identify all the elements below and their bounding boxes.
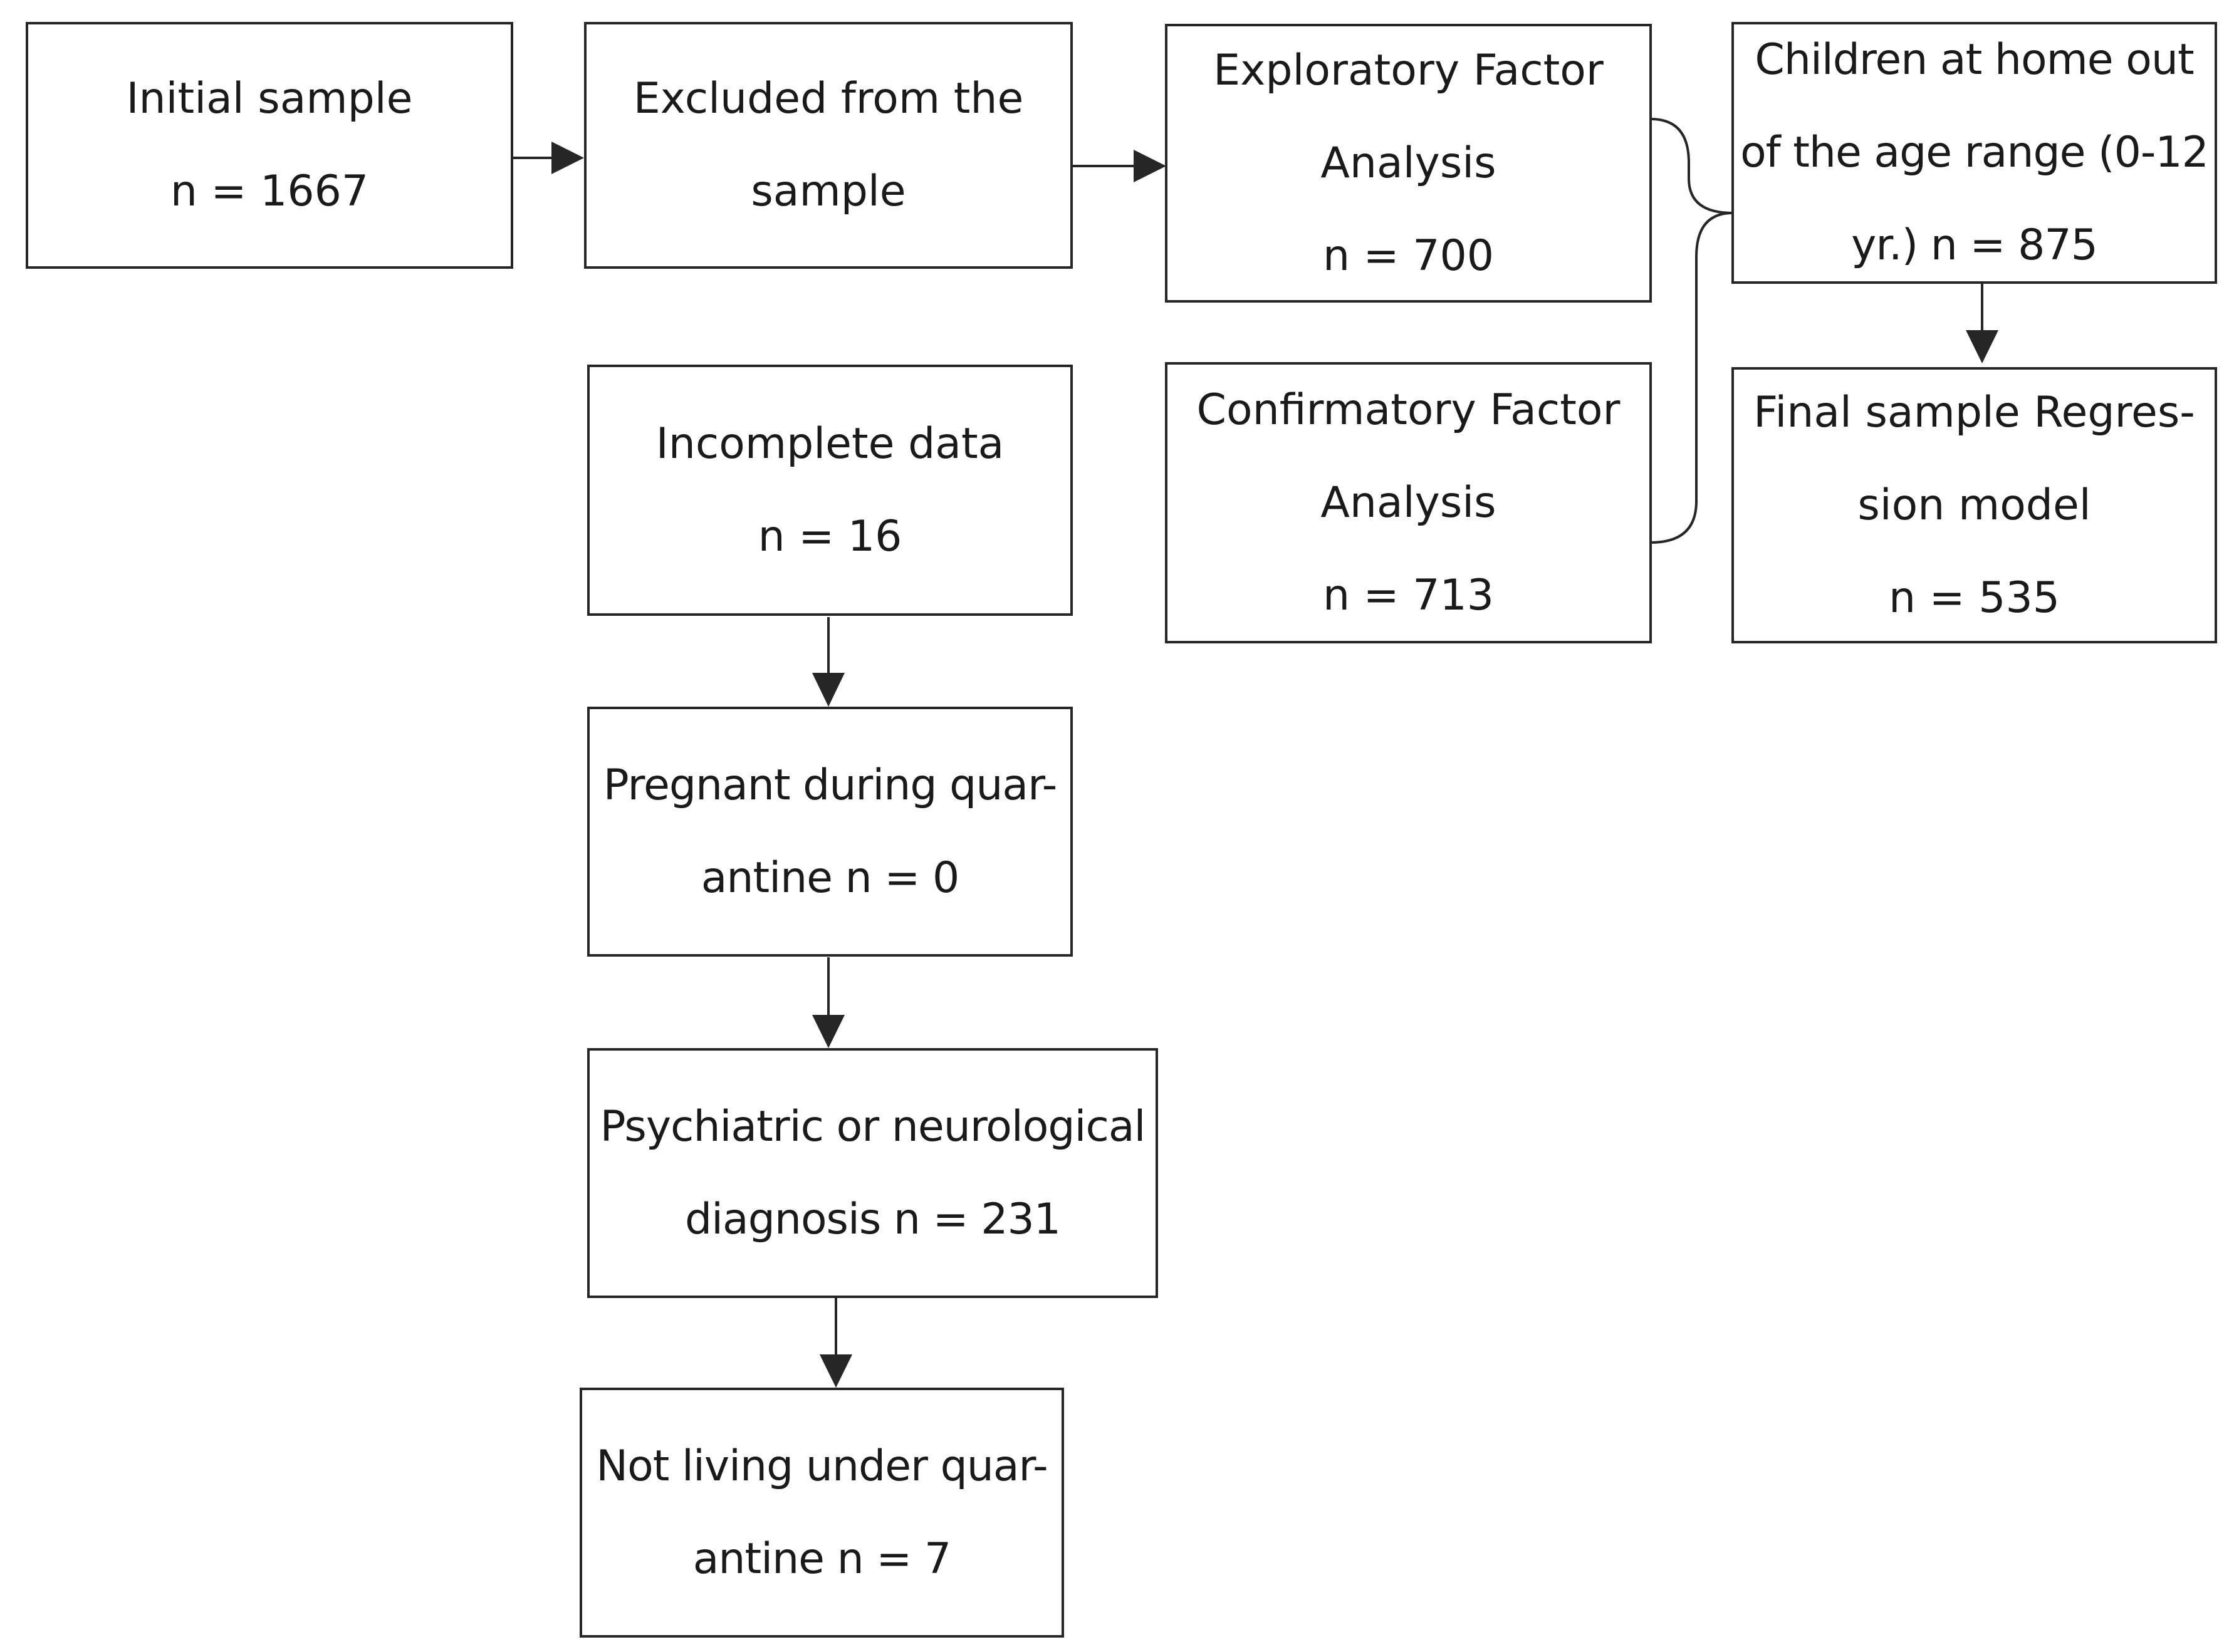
incomplete-data-box: Incomplete data n = 16 xyxy=(587,365,1073,616)
not-living-box: Not living under quar- antine n = 7 xyxy=(580,1388,1064,1638)
incomplete-data-label: Incomplete data n = 16 xyxy=(655,418,1005,561)
arrowhead-excluded-to-efa xyxy=(1134,150,1166,182)
children-box: Children at home out of the age range (0… xyxy=(1731,22,2217,284)
pregnant-label: Pregnant during quar- antine n = 0 xyxy=(603,760,1057,903)
cfa-label: Confirmatory Factor Analysis n = 713 xyxy=(1196,385,1621,620)
initial-sample-box: Initial sample n = 1667 xyxy=(26,22,513,269)
arrowhead-psychiatric-to-not-living xyxy=(820,1354,852,1388)
final-sample-box: Final sample Regres- sion model n = 535 xyxy=(1731,367,2217,643)
brace-efa-cfa-to-children xyxy=(1650,118,1733,544)
psychiatric-box: Psychiatric or neurological diagnosis n … xyxy=(587,1048,1158,1298)
not-living-label: Not living under quar- antine n = 7 xyxy=(596,1441,1048,1584)
efa-label: Exploratory Factor Analysis n = 700 xyxy=(1213,45,1604,281)
arrowhead-children-to-final xyxy=(1966,330,1998,363)
excluded-label: Excluded from the sample xyxy=(633,74,1024,216)
arrowhead-incomplete-to-pregnant xyxy=(812,673,845,707)
arrowhead-initial-to-excluded xyxy=(551,142,584,174)
initial-sample-label: Initial sample n = 1667 xyxy=(126,74,413,216)
pregnant-box: Pregnant during quar- antine n = 0 xyxy=(587,707,1073,957)
excluded-box: Excluded from the sample xyxy=(584,22,1073,269)
cfa-box: Confirmatory Factor Analysis n = 713 xyxy=(1165,362,1652,643)
efa-box: Exploratory Factor Analysis n = 700 xyxy=(1165,24,1652,303)
psychiatric-label: Psychiatric or neurological diagnosis n … xyxy=(600,1101,1146,1244)
children-label: Children at home out of the age range (0… xyxy=(1740,35,2209,270)
arrowhead-pregnant-to-psychiatric xyxy=(812,1015,845,1048)
final-sample-label: Final sample Regres- sion model n = 535 xyxy=(1753,387,2195,623)
